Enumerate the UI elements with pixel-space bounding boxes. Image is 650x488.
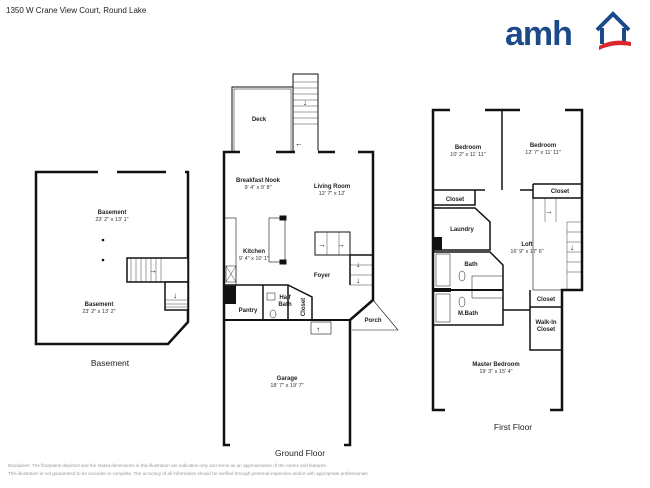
stair-arrow-icon: ↓	[173, 291, 177, 300]
room-name: Garage	[277, 376, 298, 382]
room-name: Closet	[446, 197, 464, 203]
room-dims: 16' 9" x 17' 6"	[510, 249, 543, 255]
room-name: Loft	[521, 242, 532, 248]
room-dims: 18' 7" x 19' 7"	[270, 383, 303, 389]
room-name: Closet	[537, 297, 555, 303]
room-dims: 12' 7" x 11' 11"	[525, 150, 561, 156]
room-name: M.Bath	[458, 311, 478, 317]
room-name: Basement	[98, 210, 127, 216]
floor-label-ground: Ground Floor	[275, 448, 325, 458]
amh-logo-graphic: amh	[505, 11, 631, 53]
room-name: Basement	[85, 302, 114, 308]
room-name: Pantry	[239, 308, 258, 314]
room-name: Bedroom	[455, 145, 481, 151]
room-dims: 10' 2" x 11' 11"	[450, 152, 486, 158]
room-name: Kitchen	[243, 249, 265, 255]
room-dims: 12' 7" x 12'	[319, 191, 346, 197]
room-name: Foyer	[314, 273, 331, 279]
disclaimer-line-2: This illustration is not guaranteed to b…	[8, 471, 369, 476]
amh-logo: amh	[505, 8, 637, 55]
room-name: Closet	[537, 327, 555, 333]
room-name: Closet	[301, 298, 307, 316]
room-name: Half	[279, 295, 291, 301]
room-name: Closet	[551, 189, 569, 195]
stair-arrow-icon: ↓	[570, 243, 574, 252]
stair-arrow-icon: →	[545, 207, 553, 216]
stair-arrow-icon: ↓	[356, 276, 360, 285]
room-dims: 23' 2" x 13' 1"	[95, 217, 128, 223]
stair-arrow-icon: ↓	[356, 260, 360, 269]
basement-plan: → ↓	[34, 170, 190, 346]
stair-arrow-icon: →	[337, 240, 345, 249]
room-dims: 23' 2" x 13' 2"	[82, 309, 115, 315]
stair-arrow-icon: ←	[295, 139, 303, 148]
svg-text:amh: amh	[505, 15, 572, 50]
room-name: Bath	[278, 302, 292, 308]
room-dims: 9' 4" x 9' 8"	[244, 185, 271, 191]
room-name: Living Room	[314, 184, 350, 190]
room-dims: 19' 3" x 15' 4"	[479, 369, 512, 375]
stair-arrow-icon: →	[149, 266, 157, 275]
room-name: Walk-In	[535, 320, 556, 326]
room-name: Deck	[252, 117, 267, 123]
property-address: 1350 W Crane View Court, Round Lake	[6, 6, 147, 15]
room-dims: 9' 4" x 10' 1"	[239, 256, 269, 262]
floor-label-basement: Basement	[91, 358, 130, 368]
stair-arrow-icon: ↑	[316, 325, 320, 334]
first-floor-plan: → ↓	[431, 108, 584, 412]
room-name: Bath	[464, 262, 478, 268]
stair-arrow-icon: →	[318, 240, 326, 249]
room-name: Bedroom	[530, 143, 556, 149]
room-name: Breakfast Nook	[236, 178, 281, 184]
ground-floor-plan: ↓ ← → → ↓ ↓ ↑	[222, 73, 399, 447]
floor-label-first: First Floor	[494, 422, 532, 432]
room-name: Master Bedroom	[472, 362, 519, 368]
room-name: Porch	[364, 318, 381, 324]
room-name: Laundry	[450, 227, 474, 233]
disclaimer-line-1: Disclaimer: The floorplans depicted and …	[8, 463, 327, 468]
stair-arrow-icon: ↓	[303, 98, 307, 107]
